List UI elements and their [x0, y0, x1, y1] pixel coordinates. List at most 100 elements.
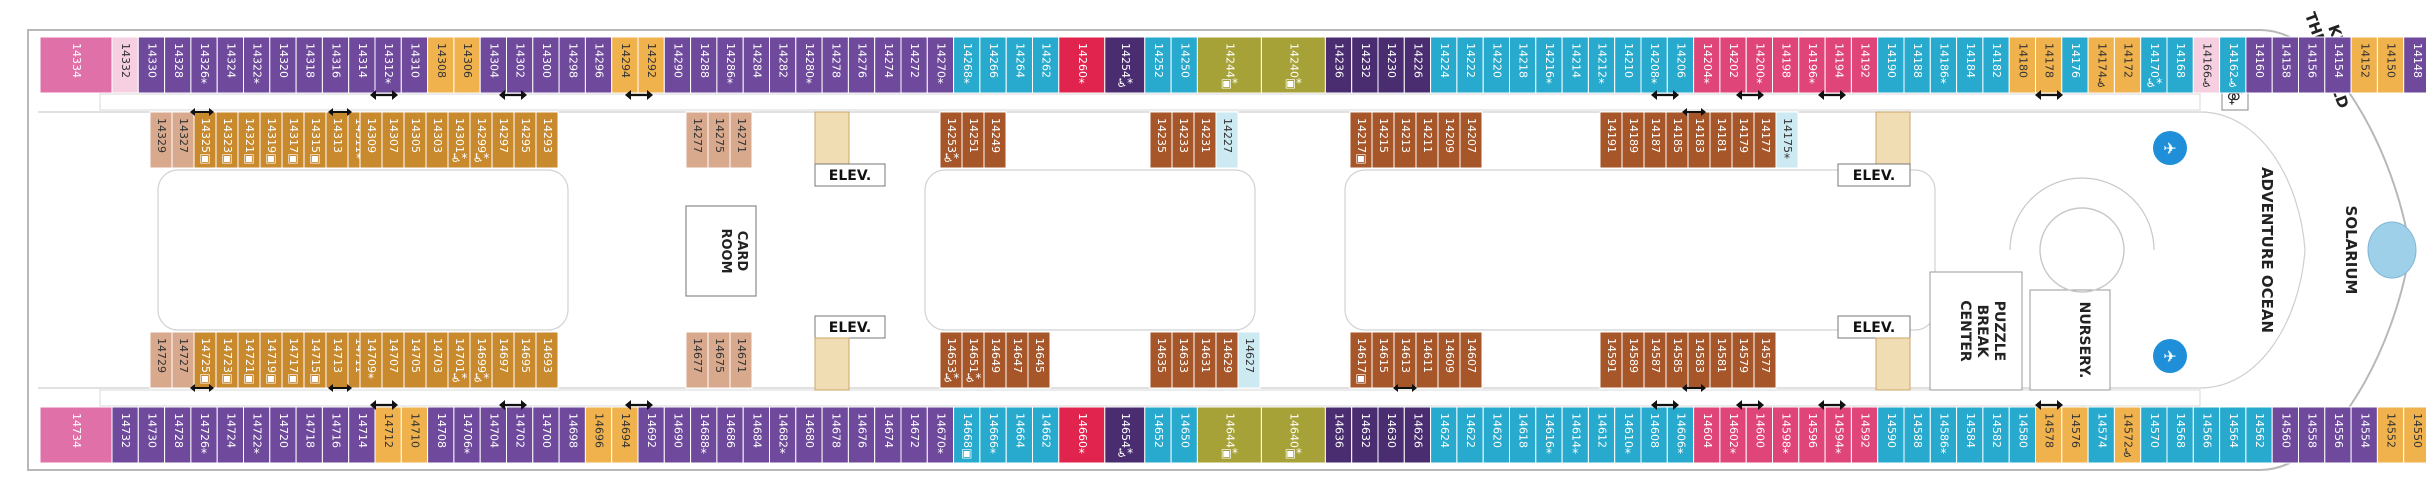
cabin-14299[interactable]: 14299♿*	[469, 111, 493, 169]
cabin-14585[interactable]: 14585	[1665, 331, 1689, 389]
cabin-14671[interactable]: 14671	[729, 331, 753, 389]
cabin-14222[interactable]: 14222	[1456, 36, 1484, 94]
cabin-14180[interactable]: 14180	[2008, 36, 2036, 94]
cabin-14706[interactable]: 14706*	[453, 406, 481, 464]
cabin-14602[interactable]: 14602*	[1719, 406, 1747, 464]
cabin-14618[interactable]: 14618	[1509, 406, 1537, 464]
cabin-14268[interactable]: 14268*	[953, 36, 981, 94]
cabin-14716[interactable]: 14716	[321, 406, 350, 464]
cabin-14196[interactable]: 14196*	[1798, 36, 1826, 94]
cabin-14321[interactable]: 14321▣	[237, 111, 261, 169]
cabin-14166[interactable]: 14166♿	[2192, 36, 2221, 94]
cabin-14190[interactable]: 14190	[1877, 36, 1905, 94]
cabin-14684[interactable]: 14684	[742, 406, 771, 464]
cabin-14249[interactable]: 14249	[983, 111, 1007, 169]
cabin-14230[interactable]: 14230	[1377, 36, 1405, 94]
cabin-14693[interactable]: 14693	[535, 331, 559, 389]
cabin-14328[interactable]: 14328	[164, 36, 192, 94]
cabin-14570[interactable]: 14570	[2140, 406, 2168, 464]
cabin-14290[interactable]: 14290	[663, 36, 692, 94]
cabin-14329[interactable]: 14329	[149, 111, 173, 169]
cabin-14650[interactable]: 14650	[1170, 406, 1198, 464]
cabin-14158[interactable]: 14158	[2271, 36, 2299, 94]
cabin-14213[interactable]: 14213	[1393, 111, 1417, 169]
cabin-14320[interactable]: 14320	[269, 36, 297, 94]
cabin-14728[interactable]: 14728	[164, 406, 192, 464]
cabin-14172[interactable]: 14172	[2113, 36, 2142, 94]
cabin-14232[interactable]: 14232	[1351, 36, 1379, 94]
cabin-14581[interactable]: 14581	[1709, 331, 1733, 389]
cabin-14148[interactable]: 14148	[2403, 36, 2426, 94]
cabin-14624[interactable]: 14624	[1430, 406, 1458, 464]
cabin-14678[interactable]: 14678	[821, 406, 849, 464]
cabin-14298[interactable]: 14298	[558, 36, 586, 94]
cabin-14725[interactable]: 14725▣	[193, 331, 217, 389]
cabin-14240[interactable]: 14240▣*	[1260, 36, 1326, 94]
cabin-14210[interactable]: 14210	[1614, 36, 1642, 94]
cabin-14284[interactable]: 14284	[742, 36, 771, 94]
cabin-14332[interactable]: 14332	[111, 36, 139, 94]
cabin-14611[interactable]: 14611	[1415, 331, 1439, 389]
cabin-14584[interactable]: 14584	[1956, 406, 1984, 464]
cabin-14206[interactable]: 14206	[1666, 36, 1695, 94]
cabin-14179[interactable]: 14179	[1731, 111, 1755, 169]
cabin-14702[interactable]: 14702	[506, 406, 534, 464]
cabin-14654[interactable]: 14654♿*	[1104, 406, 1146, 464]
cabin-14316[interactable]: 14316	[321, 36, 350, 94]
cabin-14307[interactable]: 14307	[381, 111, 405, 169]
cabin-14720[interactable]: 14720	[269, 406, 297, 464]
cabin-14305[interactable]: 14305	[403, 111, 427, 169]
cabin-14318[interactable]: 14318	[295, 36, 323, 94]
cabin-14583[interactable]: 14583	[1687, 331, 1711, 389]
cabin-14705[interactable]: 14705	[403, 331, 427, 389]
cabin-14182[interactable]: 14182	[1982, 36, 2010, 94]
cabin-14664[interactable]: 14664	[1005, 406, 1034, 464]
cabin-14254[interactable]: 14254♿*	[1104, 36, 1146, 94]
cabin-14715[interactable]: 14715▣	[303, 331, 327, 389]
cabin-14614[interactable]: 14614*	[1561, 406, 1589, 464]
cabin-14170[interactable]: 14170♿*	[2140, 36, 2168, 94]
cabin-14607[interactable]: 14607	[1459, 331, 1483, 389]
cabin-14651[interactable]: 14651♿*	[961, 331, 985, 389]
cabin-14330[interactable]: 14330	[137, 36, 166, 94]
cabin-14183[interactable]: 14183	[1687, 111, 1711, 169]
cabin-14297[interactable]: 14297	[491, 111, 515, 169]
cabin-14326[interactable]: 14326*	[190, 36, 218, 94]
cabin-14700[interactable]: 14700	[532, 406, 560, 464]
cabin-14591[interactable]: 14591	[1599, 331, 1623, 389]
cabin-14250[interactable]: 14250	[1170, 36, 1198, 94]
cabin-14244[interactable]: 14244▣*	[1196, 36, 1262, 94]
cabin-14709[interactable]: 14709*	[359, 331, 383, 389]
cabin-14301[interactable]: 14301♿*	[447, 111, 471, 169]
cabin-14610[interactable]: 14610*	[1614, 406, 1642, 464]
cabin-14574[interactable]: 14574	[2087, 406, 2115, 464]
cabin-14724[interactable]: 14724	[216, 406, 244, 464]
cabin-14717[interactable]: 14717▣	[281, 331, 305, 389]
cabin-14150[interactable]: 14150	[2376, 36, 2405, 94]
cabin-14690[interactable]: 14690	[663, 406, 692, 464]
cabin-14704[interactable]: 14704	[479, 406, 508, 464]
cabin-14302[interactable]: 14302	[506, 36, 534, 94]
cabin-14231[interactable]: 14231	[1193, 111, 1217, 169]
cabin-14322[interactable]: 14322*	[243, 36, 271, 94]
cabin-14727[interactable]: 14727	[171, 331, 195, 389]
cabin-14606[interactable]: 14606*	[1666, 406, 1695, 464]
cabin-14730[interactable]: 14730	[137, 406, 166, 464]
cabin-14194[interactable]: 14194	[1824, 36, 1852, 94]
cabin-14576[interactable]: 14576	[2061, 406, 2089, 464]
cabin-14270[interactable]: 14270*	[926, 36, 955, 94]
cabin-14251[interactable]: 14251	[961, 111, 985, 169]
cabin-14723[interactable]: 14723▣	[215, 331, 239, 389]
cabin-14696[interactable]: 14696	[584, 406, 613, 464]
cabin-14156[interactable]: 14156	[2298, 36, 2326, 94]
cabin-14315[interactable]: 14315▣	[303, 111, 327, 169]
cabin-14692[interactable]: 14692	[637, 406, 665, 464]
cabin-14713[interactable]: 14713	[325, 331, 349, 389]
cabin-14278[interactable]: 14278	[821, 36, 849, 94]
cabin-14577[interactable]: 14577	[1753, 331, 1777, 389]
cabin-14293[interactable]: 14293	[535, 111, 559, 169]
cabin-14334[interactable]: 14334	[39, 36, 113, 94]
cabin-14174[interactable]: 14174♿	[2087, 36, 2115, 94]
cabin-14314[interactable]: 14314	[348, 36, 376, 94]
cabin-14209[interactable]: 14209	[1437, 111, 1461, 169]
